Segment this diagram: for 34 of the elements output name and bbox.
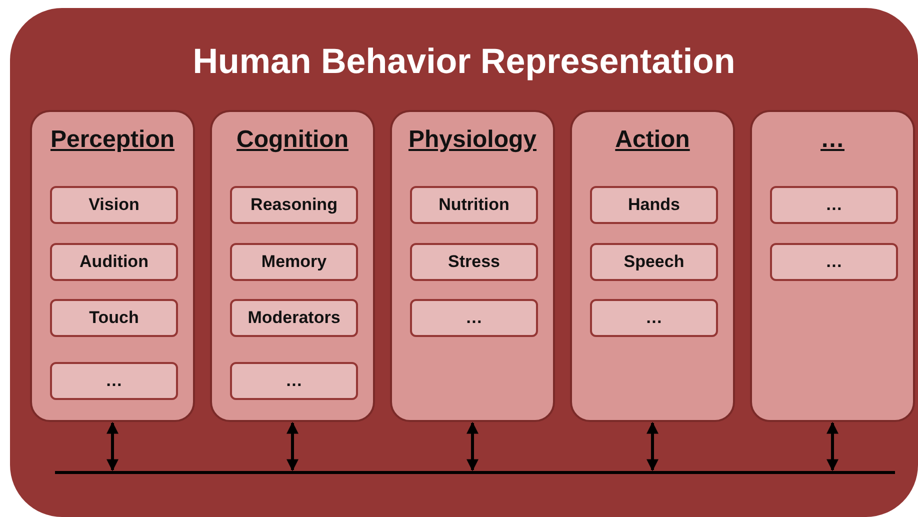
- title: Human Behavior Representation: [192, 42, 736, 82]
- item-box: Vision: [50, 186, 178, 224]
- category-heading: Perception: [49, 126, 176, 154]
- category-heading: Cognition: [236, 126, 350, 154]
- double-arrow: [646, 422, 658, 472]
- category-heading: …: [820, 126, 846, 154]
- item-box: Hands: [590, 186, 718, 224]
- category-heading: Physiology: [407, 126, 538, 154]
- item-box: Moderators: [230, 299, 358, 337]
- double-arrow: [826, 422, 838, 472]
- category-panel: [570, 110, 735, 422]
- item-box: Audition: [50, 243, 178, 281]
- double-arrow: [106, 422, 118, 472]
- bus-line: [55, 471, 895, 474]
- item-box: …: [770, 186, 898, 224]
- outer-panel: [10, 8, 918, 517]
- item-box: Nutrition: [410, 186, 538, 224]
- category-panel: [30, 110, 195, 422]
- item-box: …: [50, 362, 178, 400]
- item-box: Memory: [230, 243, 358, 281]
- double-arrow: [286, 422, 298, 472]
- item-box: Stress: [410, 243, 538, 281]
- item-box: Touch: [50, 299, 178, 337]
- category-panel: [390, 110, 555, 422]
- item-box: …: [410, 299, 538, 337]
- item-box: …: [590, 299, 718, 337]
- item-box: …: [770, 243, 898, 281]
- item-box: …: [230, 362, 358, 400]
- item-box: Speech: [590, 243, 718, 281]
- double-arrow: [466, 422, 478, 472]
- item-box: Reasoning: [230, 186, 358, 224]
- category-heading: Action: [614, 126, 691, 154]
- category-panel: [750, 110, 915, 422]
- category-panel: [210, 110, 375, 422]
